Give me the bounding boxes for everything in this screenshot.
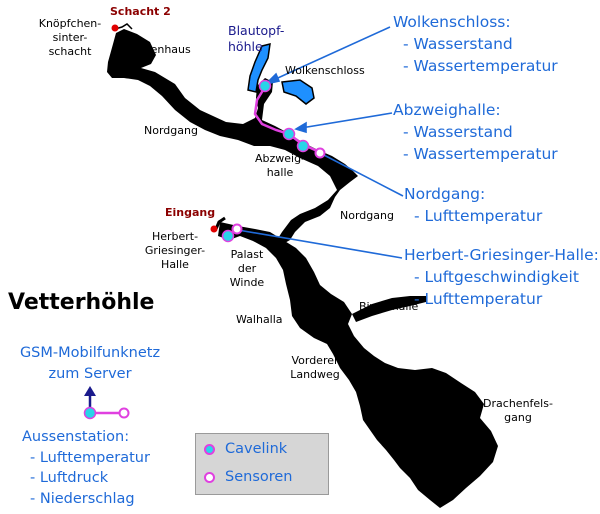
cave-lower-passage [218,222,498,508]
cave-biwakhalle-branch [352,296,426,322]
station-wolkenschloss-name: Wolkenschloss: [393,13,511,31]
wolkenschloss-water [281,79,315,105]
station-herbert-item: - Lufttemperatur [414,290,543,308]
station-nordgang-name: Nordgang: [404,185,486,203]
legend-sensoren-label: Sensoren [225,469,293,485]
station-nordgang: Nordgang: - Lufttemperatur [404,183,542,227]
outside-station-item: - Lufttemperatur [30,449,150,466]
station-abzweighalle: Abzweighalle: - Wasserstand - Wassertemp… [393,99,558,165]
sensor-herbert [231,223,243,235]
nordgang-leader [319,152,404,197]
eingang-entrance [210,225,218,233]
station-abzweighalle-item: - Wasserstand [403,123,513,141]
station-wolkenschloss-item: - Wassertemperatur [403,57,558,75]
drachenfels-label: Drachenfels- gang [483,397,553,424]
station-wolkenschloss: Wolkenschloss: - Wasserstand - Wassertem… [393,11,558,77]
cave-upper-passage [107,29,358,244]
legend: Cavelink Sensoren [195,433,329,495]
outside-station-item: - Niederschlag [30,490,135,507]
eingang-label: Eingang [165,206,216,219]
station-wolkenschloss-item: - Wasserstand [403,35,513,53]
cavelink-wolkenschloss [258,79,272,93]
nordgang-label-1: Nordgang [144,124,198,137]
cavelink-icon [204,443,215,455]
gsm-uplink-arrowhead [84,386,96,396]
legend-sensoren: Sensoren [204,466,293,488]
wolkenschloss-label: Wolkenschloss [285,64,365,77]
station-abzweighalle-item: - Wassertemperatur [403,145,558,163]
legend-cavelink-label: Cavelink [225,441,288,457]
blautopf-water [247,43,271,93]
walhalla-label: Walhalla [236,313,283,326]
vorderer-landweg-label: Vorderer Landweg [290,354,340,381]
sensor-cable [253,86,323,156]
schacht2-entrance [111,24,119,32]
cavelink-abzweighalle-2 [296,139,310,153]
palast-label: Palast der Winde [229,248,265,289]
sensor-icon [204,471,215,483]
station-herbert-item: - Luftgeschwindigkeit [414,268,579,286]
herbert-leader [237,229,403,259]
abzweighalle-arrowhead [294,121,307,134]
map-title: Vetterhöhle [8,290,155,315]
cave-eingang-passage [214,216,226,230]
abzweighalle-leader [300,112,393,129]
blautopf-label: Blautopf- höhle [228,23,285,54]
cavelink-abzweighalle-1 [282,127,296,141]
outside-station-name: Aussenstation: [22,429,130,445]
nordgang-label-2: Nordgang [340,209,394,222]
outside-station-item: - Luftdruck [30,470,109,486]
wolkenschloss-leader [268,26,391,83]
biwakhalle-label: Biwakhalle [359,300,419,313]
cavelink-herbert [221,229,235,243]
sensor-abzweighalle [314,147,326,159]
station-nordgang-item: - Lufttemperatur [414,207,543,225]
knoepfchen-label: Knöpfchen- sinter- schacht [38,17,102,58]
station-abzweighalle-name: Abzweighalle: [393,101,501,119]
station-herbert: Herbert-Griesinger-Halle: - Luftgeschwin… [404,244,599,310]
kartenhaus-label: Kartenhaus [128,43,191,56]
outside-station: Aussenstation: - Lufttemperatur - Luftdr… [22,427,150,509]
outside-sensor [118,407,130,419]
schacht2-label: Schacht 2 [110,5,171,18]
legend-cavelink: Cavelink [204,438,287,460]
abzweighalle-label: Abzweig- halle [254,152,306,179]
herbert-label: Herbert- Griesinger- Halle [144,230,206,271]
gsm-label: GSM-Mobilfunknetz zum Server [19,345,161,382]
outside-cavelink [83,406,97,420]
station-herbert-name: Herbert-Griesinger-Halle: [404,246,599,264]
